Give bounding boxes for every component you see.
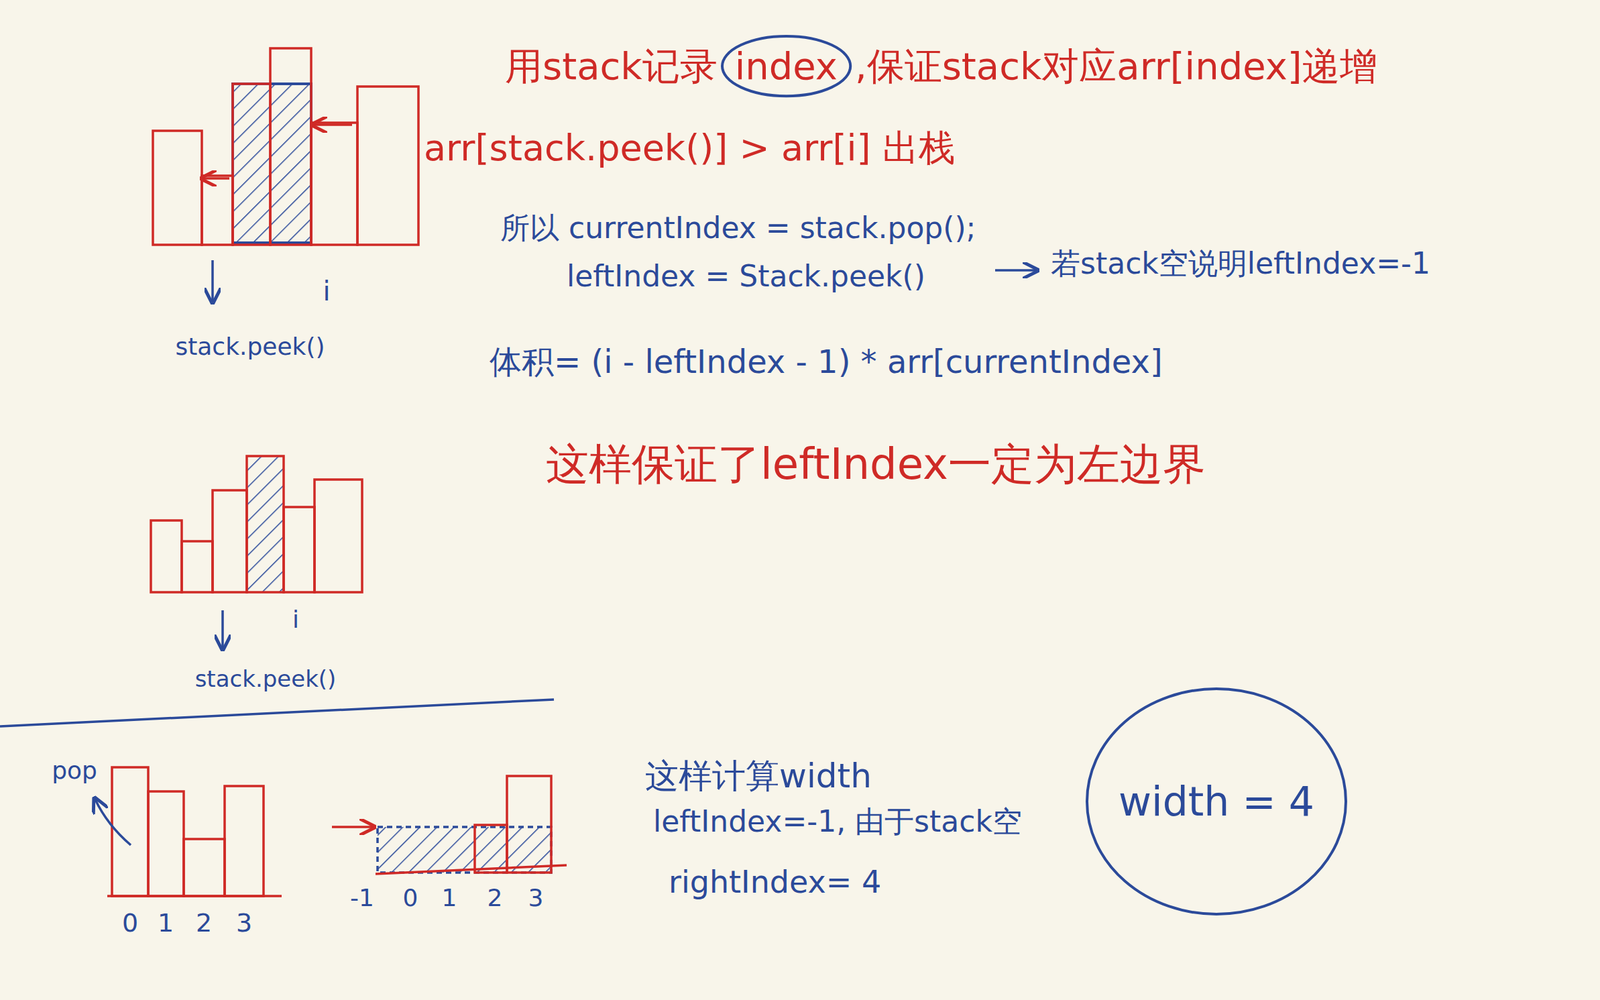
note-arrow xyxy=(995,268,1037,272)
circled-text: index xyxy=(734,43,838,89)
axis-number: 2 xyxy=(195,907,212,939)
result-circle: width = 4 xyxy=(1084,686,1348,917)
pointer-label: stack.peek() xyxy=(175,331,325,361)
circled-text: width = 4 xyxy=(1118,777,1315,826)
figure-three xyxy=(95,767,282,896)
axis-number: 3 xyxy=(236,907,253,939)
code-note: 所以 currentIndex = stack.pop(); xyxy=(500,210,976,247)
rule-note: arr[stack.peek()] > arr[i] 出栈 xyxy=(423,126,955,171)
figure-four xyxy=(331,775,567,874)
axis-number: 3 xyxy=(528,883,544,912)
figure-two xyxy=(150,455,363,648)
pointer-label: stack.peek() xyxy=(195,665,337,693)
axis-number: 2 xyxy=(487,883,503,912)
code-note: leftIndex = Stack.peek() xyxy=(566,258,926,295)
action-label: pop xyxy=(51,755,98,785)
width-note: leftIndex=-1, 由于stack空 xyxy=(653,804,1022,840)
axis-number: 0 xyxy=(403,883,419,912)
index-label: i xyxy=(292,604,300,634)
circle-outline xyxy=(722,36,851,96)
width-note: 这样计算width xyxy=(645,755,872,796)
heading-note: ,保证stack对应arr[index]递增 xyxy=(854,43,1378,89)
conclusion-note: 这样保证了leftIndex一定为左边界 xyxy=(545,438,1206,491)
figure-one xyxy=(152,48,419,302)
axis-number: 1 xyxy=(157,907,174,939)
axis-number: 1 xyxy=(441,883,458,912)
axis-number: 0 xyxy=(122,907,139,939)
width-note: rightIndex= 4 xyxy=(668,863,882,901)
side-note: 若stack空说明leftIndex=-1 xyxy=(1050,246,1431,282)
formula-note: 体积= (i - leftIndex - 1) * arr[currentInd… xyxy=(489,342,1163,382)
heading-note: 用stack记录 xyxy=(504,43,718,89)
divider-line xyxy=(0,699,554,727)
axis-number: -1 xyxy=(350,883,375,912)
circle-outline xyxy=(1087,688,1346,914)
circled-word: index xyxy=(720,34,853,98)
index-label: i xyxy=(322,274,330,308)
